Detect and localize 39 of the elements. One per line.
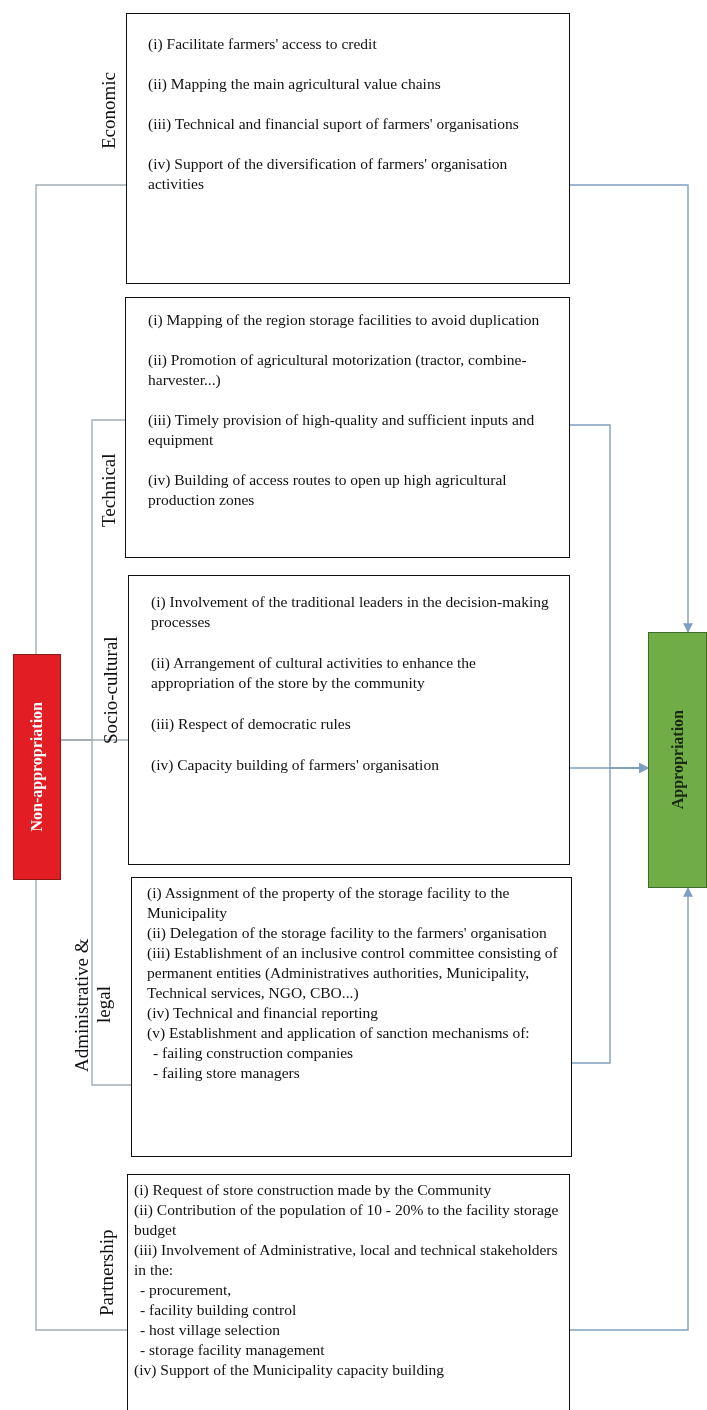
measure-text: (ii) Arrangement of cultural activities to enhance the appropriation of the store by the community [151, 653, 477, 693]
measure-text: - facility building control [139, 1300, 298, 1320]
measure-text: (iv) Capacity building of farmers' organisation [151, 755, 440, 775]
measure-text: (ii) Delegation of the storage facility to the farmers' organisation [147, 923, 548, 943]
measure-text: (ii) Mapping the main agricultural value chains [148, 74, 442, 94]
arrow [569, 184, 693, 633]
connector-line [35, 879, 128, 1331]
appropriation-box: Appropriation [648, 632, 707, 888]
measure-text: (iii) Technical and financial suport of farmers' organisations [148, 114, 520, 134]
measure-text: (i) Involvement of the traditional leaders in the decision-making processes [151, 592, 550, 632]
measure-text: (iii) Timely provision of high-quality and sufficient inputs and equipment [148, 410, 536, 450]
measure-text: (iv) Building of access routes to open up high agricultural production zones [148, 470, 508, 510]
measure-text: (iv) Support of the diversification of farmers' organisation activities [148, 154, 509, 194]
measure-text: (iv) Support of the Municipality capacity building [134, 1360, 445, 1380]
non-appropriation-box: Non-appropriation [13, 654, 61, 880]
measure-text: (iii) Involvement of Administrative, local and technical stakeholders in the: [134, 1240, 559, 1280]
measure-text: - failing construction companies [152, 1043, 355, 1063]
measure-text: (i) Request of store construction made by the Community [134, 1180, 493, 1200]
measure-text: - failing store managers [152, 1063, 301, 1083]
arrow [569, 887, 693, 1331]
measure-text: (ii) Promotion of agricultural motorization (tractor, combine-harvester...) [148, 350, 528, 390]
measure-text: (i) Assignment of the property of the storage facility to the Municipality [147, 883, 511, 923]
measure-text: (iv) Technical and financial reporting [147, 1003, 380, 1023]
measure-text: - host village selection [139, 1320, 281, 1340]
category-heading: Administrative & legal [70, 937, 115, 1074]
category-heading: Partnership [95, 1228, 118, 1318]
measure-text: (v) Establishment and application of sanction mechanisms of: [147, 1023, 531, 1043]
category-heading: Economic [97, 70, 120, 151]
connector-line [35, 184, 127, 655]
measure-text: (ii) Contribution of the population of 10 - 20% to the facility storage budget [134, 1200, 560, 1240]
category-heading: Technical [97, 452, 120, 529]
measure-text: - procurement, [139, 1280, 233, 1300]
arrow [571, 763, 649, 1064]
measure-text: - storage facility management [139, 1340, 326, 1360]
measure-text: (iii) Respect of democratic rules [151, 714, 352, 734]
measure-text: (iii) Establishment of an inclusive control committee consisting of permanent entities (Administratives authorities, Municipality, Technical services, NGO, CBO...) [147, 943, 559, 1003]
category-heading: Socio-cultural [99, 635, 122, 746]
measure-text: (i) Mapping of the region storage facilities to avoid duplication [148, 310, 541, 330]
measure-text: (i) Facilitate farmers' access to credit [148, 34, 378, 54]
